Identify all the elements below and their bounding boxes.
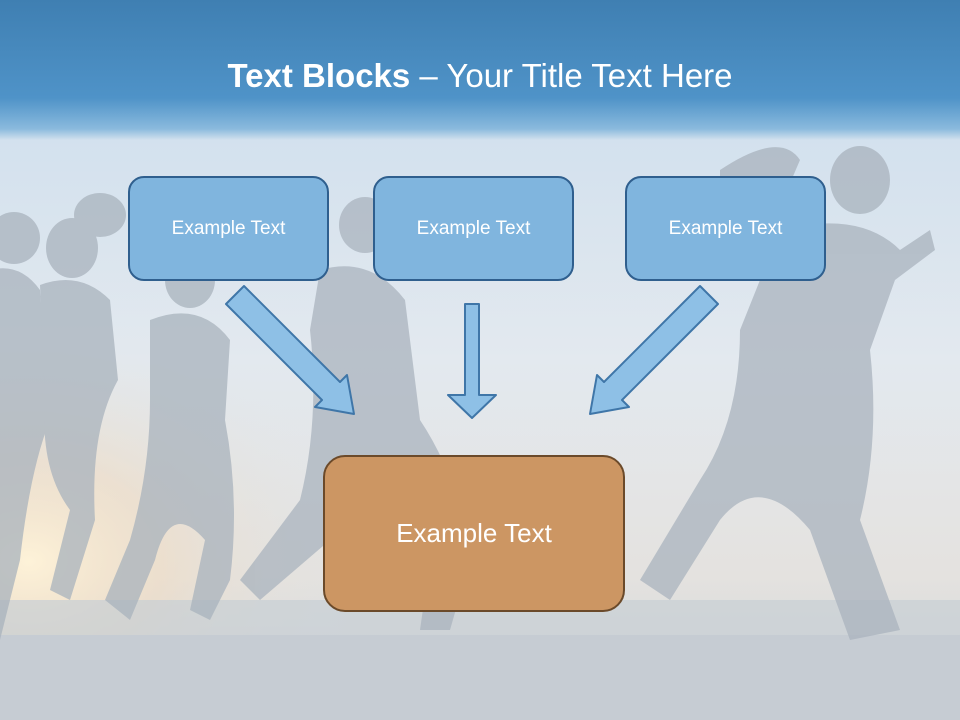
result-block-label: Example Text [396,518,552,548]
title-band [0,0,960,140]
text-block-3: Example Text [625,176,826,281]
title-subtitle-text: Your Title Text Here [446,57,733,94]
text-block-1-label: Example Text [171,217,286,239]
text-block-2-label: Example Text [416,217,531,239]
result-block: Example Text [323,455,625,612]
text-block-1: Example Text [128,176,329,281]
title-dash: – [410,57,447,94]
slide-title: Text Blocks – Your Title Text Here [0,54,960,98]
arrow-down-left-icon [589,285,719,415]
title-bold-text: Text Blocks [227,57,411,94]
arrow-down-right-icon [225,285,355,415]
text-block-2: Example Text [373,176,574,281]
arrow-down-icon [447,303,497,419]
text-block-3-label: Example Text [668,217,783,239]
